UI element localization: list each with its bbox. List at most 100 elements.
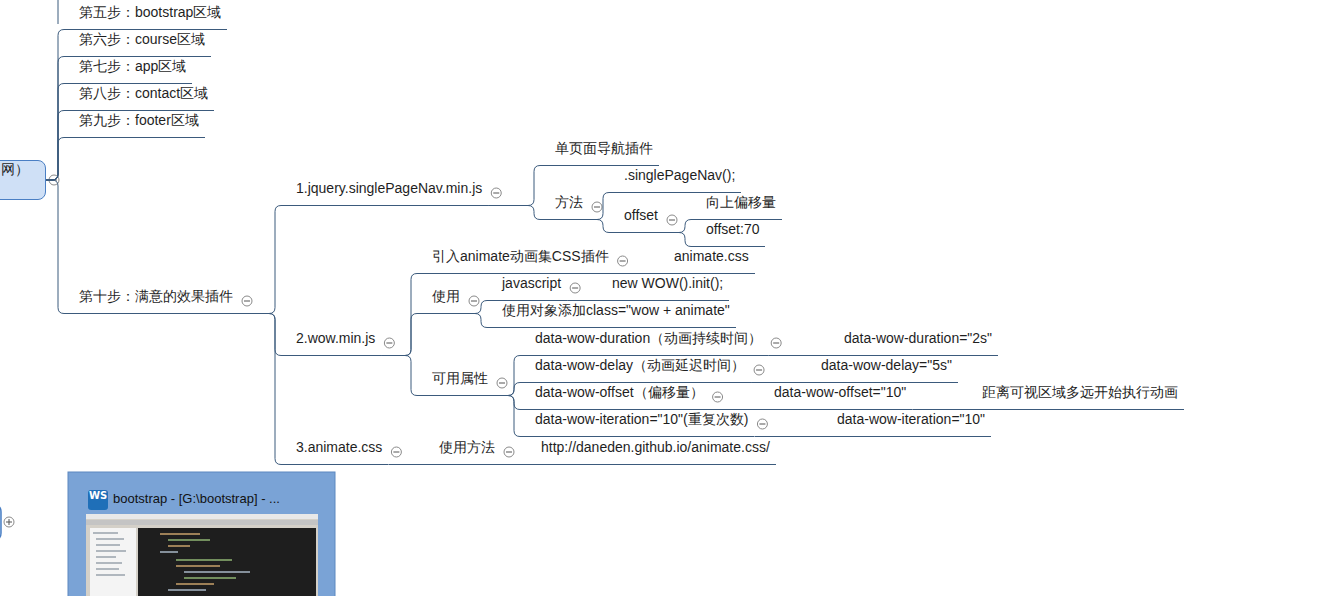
branch-line — [501, 464, 526, 465]
topic-text: data-wow-delay="5s" — [821, 357, 952, 373]
topic: 1.jquery.singlePageNav.min.js — [281, 180, 488, 206]
collapse-circle — [497, 378, 507, 388]
branch-line — [46, 180, 64, 314]
collapse-minus — [572, 288, 578, 289]
root-topic: 网） — [0, 160, 46, 200]
topic: 使用 — [417, 288, 466, 314]
branch-line — [381, 314, 417, 356]
collapse-minus — [594, 207, 600, 208]
topic-text: data-wow-offset="10" — [774, 384, 906, 400]
topic: 向上偏移量 — [691, 194, 782, 220]
branch-line — [494, 396, 520, 437]
topic: 使用方法 — [424, 439, 501, 465]
branch-line — [46, 84, 64, 181]
topic: 距离可视区域多远开始执行动画 — [967, 384, 1184, 410]
topic: 第八步：contact区域 — [64, 85, 214, 111]
branch-line — [46, 138, 64, 181]
collapse-button — [618, 256, 628, 266]
collapse-minus — [715, 397, 721, 398]
topic-text: new WOW().init(); — [612, 275, 723, 291]
topic: data-wow-delay="5s" — [806, 357, 958, 383]
screenshot-editor — [138, 528, 316, 596]
topic: 可用属性 — [417, 370, 494, 396]
branch-line — [494, 383, 520, 396]
collapse-minus — [244, 301, 250, 302]
collapse-minus — [471, 301, 477, 302]
topic-text: 引入animate动画集CSS插件 — [432, 248, 609, 264]
topic-text: data-wow-iteration="10" — [837, 411, 985, 427]
collapse-minus — [620, 261, 626, 262]
branch-line — [46, 111, 64, 181]
topic-text: 单页面导航插件 — [555, 140, 653, 156]
collapse-circle — [757, 419, 767, 429]
topic: javascript — [487, 275, 567, 301]
branch-line — [751, 382, 806, 383]
topic-text: 第十步：满意的效果插件 — [79, 288, 233, 304]
collapse-circle — [469, 296, 479, 306]
branch-line — [567, 300, 597, 301]
collapse-button — [384, 338, 394, 348]
collapse-button — [713, 392, 723, 402]
collapse-circle — [592, 202, 602, 212]
collapse-minus — [759, 424, 765, 425]
topic: offset:70 — [691, 221, 765, 247]
topic-text: .singlePageNav(); — [624, 167, 735, 183]
topic-text: data-wow-duration="2s" — [844, 330, 992, 346]
branch-line — [710, 409, 759, 410]
screenshot-tree — [90, 528, 136, 596]
topic: 3.animate.css — [281, 439, 388, 465]
window-title: bootstrap - [G:\bootstrap] - ... — [113, 491, 280, 506]
collapse-button — [570, 283, 580, 293]
topic: 第七步：app区域 — [64, 58, 192, 84]
topic: 单页面导航插件 — [540, 140, 659, 166]
screenshot-toolbar — [86, 520, 318, 525]
collapse-button — [497, 378, 507, 388]
branch-line — [494, 396, 520, 410]
collapse-minus — [506, 452, 512, 453]
topic-text: 可用属性 — [432, 370, 488, 386]
collapse-circle — [504, 447, 514, 457]
topic-text: data-wow-duration（动画持续时间） — [535, 330, 762, 346]
topic: 引入animate动画集CSS插件 — [417, 248, 615, 274]
topic: 第九步：footer区域 — [64, 112, 205, 138]
branch-line — [488, 206, 540, 220]
collapse-minus — [386, 343, 392, 344]
collapse-minus — [493, 193, 499, 194]
topic-text: data-wow-offset（偏移量） — [535, 384, 704, 400]
topic-text: data-wow-delay（动画延迟时间） — [535, 357, 745, 373]
collapse-circle — [242, 296, 252, 306]
partial-topic — [0, 505, 1, 540]
collapse-button — [491, 188, 501, 198]
app-icon: WS — [88, 490, 108, 510]
topic: 使用对象添加class="wow + animate" — [487, 302, 736, 328]
topic-text: 1.jquery.singlePageNav.min.js — [296, 180, 482, 196]
branch-line — [664, 233, 691, 247]
topic-text: 使用方法 — [439, 439, 495, 455]
collapse-button — [757, 419, 767, 429]
topic-text: 2.wow.min.js — [296, 330, 375, 346]
topic: 方法 — [540, 194, 589, 220]
topic-text: data-wow-iteration="10"(重复次数) — [535, 411, 748, 427]
topic: animate.css — [659, 248, 755, 274]
collapse-circle — [771, 338, 781, 348]
topic: 第十步：满意的效果插件 — [64, 288, 239, 314]
branch-line — [46, 57, 64, 181]
topic-text: http://daneden.github.io/animate.css/ — [541, 439, 770, 455]
topic-text: 距离可视区域多远开始执行动画 — [982, 384, 1178, 400]
branch-line — [239, 314, 281, 465]
branch-line — [754, 436, 822, 437]
trunk-stub — [58, 0, 59, 24]
topic-text: 第八步：contact区域 — [79, 85, 208, 101]
collapse-circle — [754, 365, 764, 375]
expand-button — [4, 517, 14, 527]
screenshot-window — [86, 514, 318, 596]
screenshot-code — [93, 533, 250, 590]
topic: .singlePageNav(); — [609, 167, 741, 193]
expand-button-v — [9, 519, 10, 525]
branch-line — [381, 274, 417, 356]
topic: data-wow-duration（动画持续时间） — [520, 330, 768, 356]
topic-text: 第五步：bootstrap区域 — [79, 4, 221, 20]
topic-text: animate.css — [674, 248, 749, 264]
branch-line — [466, 314, 487, 328]
collapse-button — [504, 447, 514, 457]
